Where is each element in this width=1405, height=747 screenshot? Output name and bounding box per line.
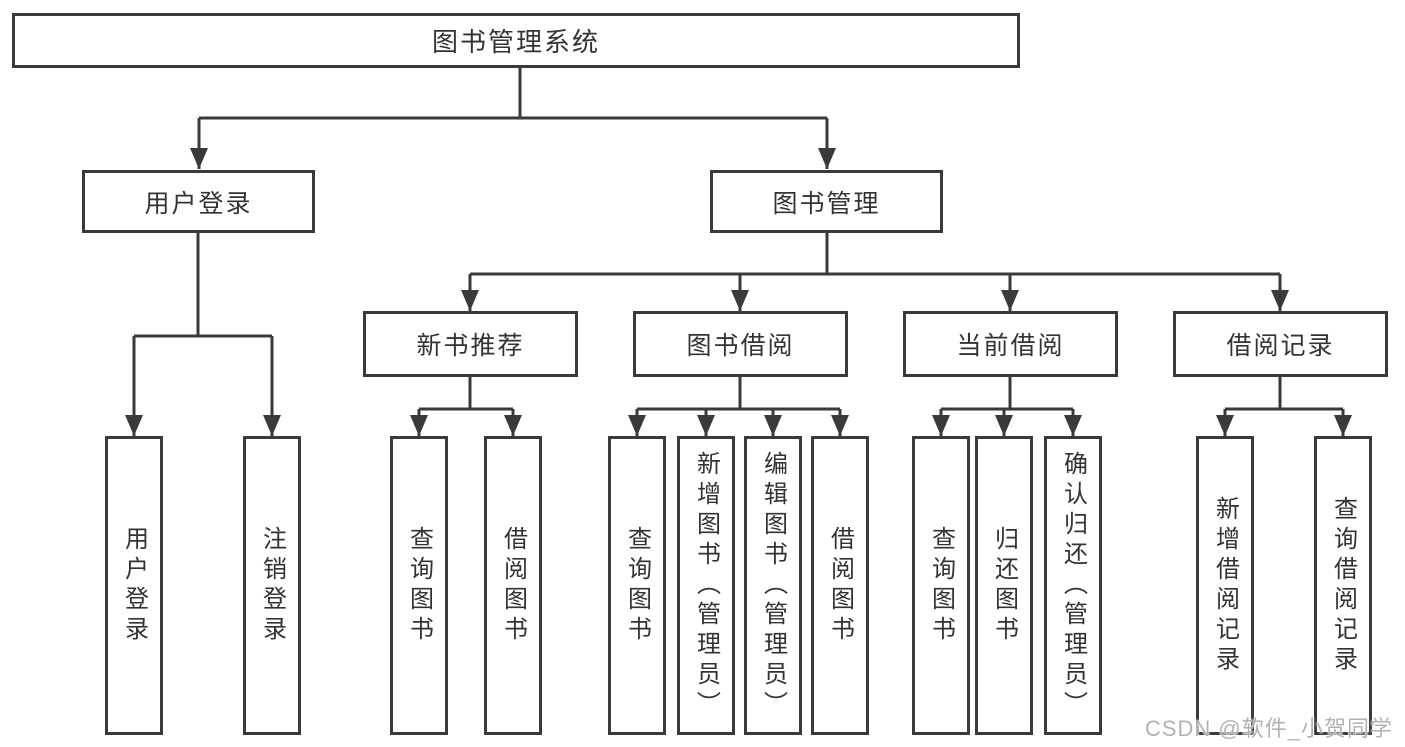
connector-book-management-branch: [461, 233, 1289, 311]
leaf-query-books-current: 查询图书: [912, 436, 970, 735]
connector-current-borrow-branch: [932, 377, 1082, 436]
connector-new-book-branch: [410, 377, 522, 436]
leaf-add-book-admin: 新增图书（管理员）: [677, 436, 735, 735]
leaf-add-borrow-record: 新增借阅记录: [1196, 436, 1254, 735]
node-library-management-system: 图书管理系统: [12, 13, 1020, 68]
connector-book-borrow-branch: [628, 377, 849, 436]
csdn-watermark: CSDN @软件_小贺同学: [1144, 716, 1393, 741]
node-user-login: 用户登录: [82, 170, 315, 233]
leaf-logout: 注销登录: [243, 436, 301, 735]
leaf-user-login: 用户登录: [105, 436, 163, 735]
node-borrowing-records: 借阅记录: [1173, 311, 1388, 377]
leaf-edit-book-admin: 编辑图书（管理员）: [744, 436, 802, 735]
connector-user-login-branch: [125, 233, 281, 436]
leaf-query-books-borrowing: 查询图书: [608, 436, 666, 735]
connector-root-branch: [190, 68, 836, 169]
leaf-query-borrow-record: 查询借阅记录: [1314, 436, 1372, 735]
leaf-return-book: 归还图书: [975, 436, 1033, 735]
node-current-borrowing: 当前借阅: [903, 311, 1118, 377]
leaf-confirm-return-admin: 确认归还（管理员）: [1044, 436, 1102, 735]
node-book-borrowing: 图书借阅: [633, 311, 848, 377]
leaf-borrow-books-borrowing: 借阅图书: [811, 436, 869, 735]
leaf-query-books-recommend: 查询图书: [390, 436, 448, 735]
leaf-borrow-books-recommend: 借阅图书: [484, 436, 542, 735]
node-book-management: 图书管理: [710, 170, 943, 233]
node-new-book-recommendation: 新书推荐: [363, 311, 578, 377]
connector-borrow-records-branch: [1216, 377, 1352, 436]
